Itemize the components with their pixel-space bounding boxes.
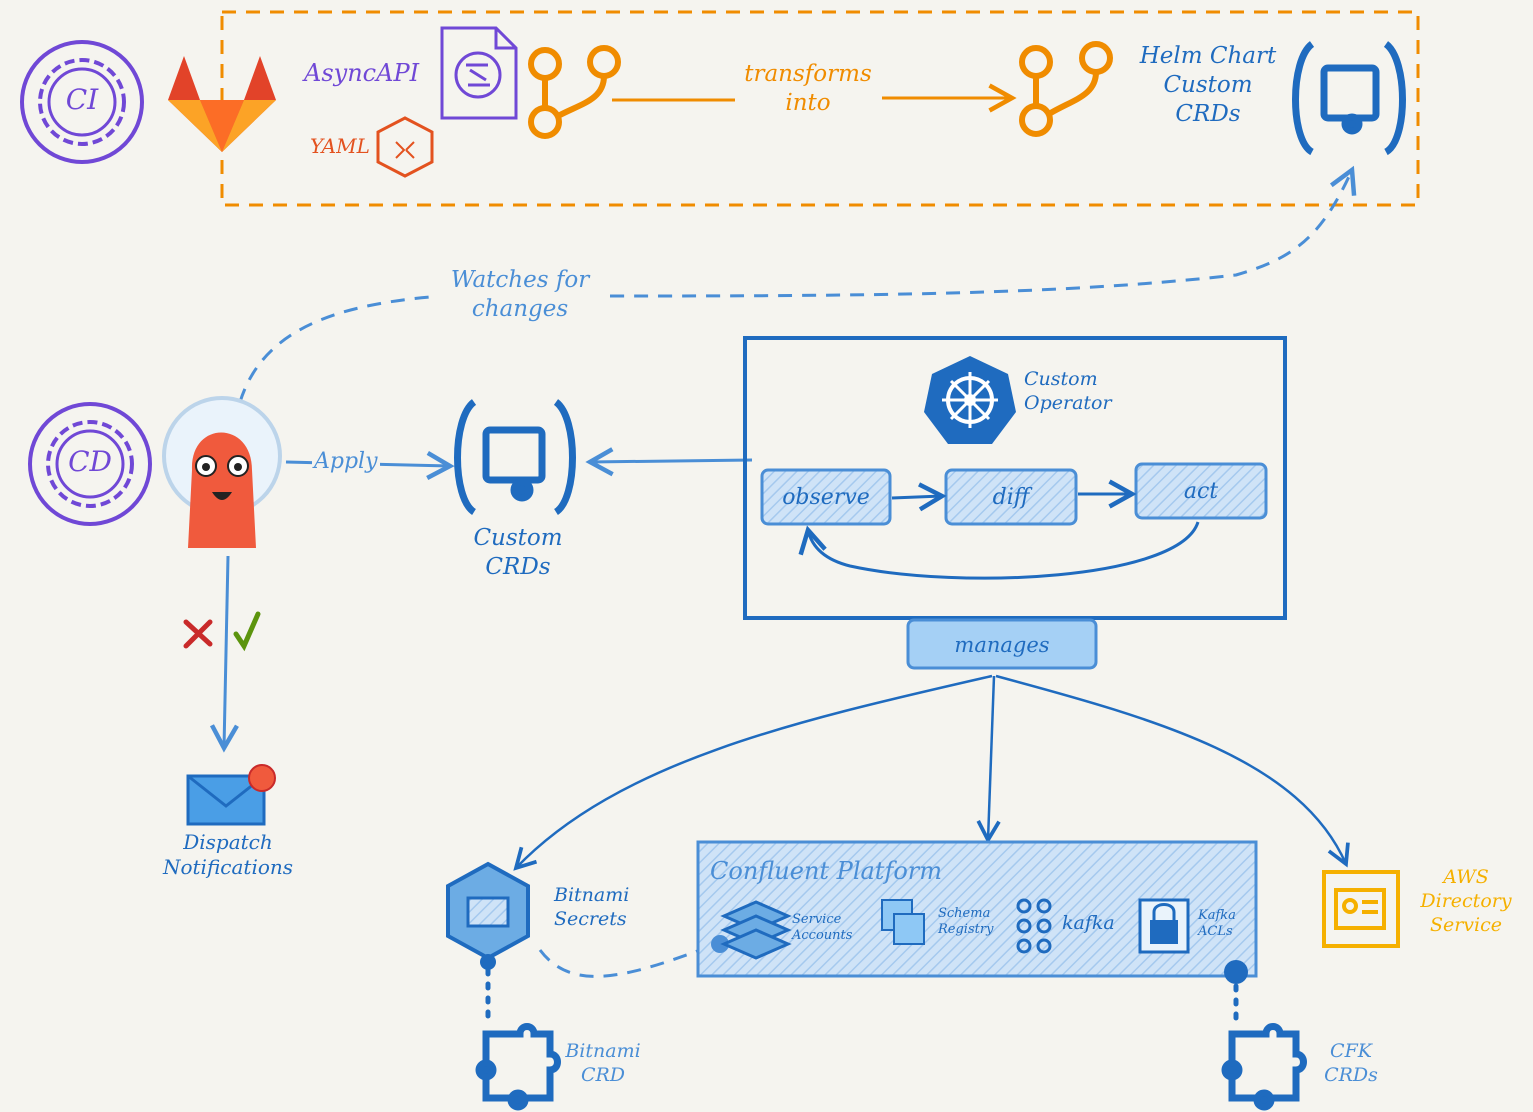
lock-icon — [1138, 898, 1190, 954]
crd-puzzle-icon-middle — [454, 399, 576, 515]
watch-dashed-line — [238, 170, 1352, 403]
helm-chart-label: Helm Chart Custom CRDs — [1139, 43, 1277, 127]
cd-gear-icon — [28, 402, 152, 526]
gitlab-icon — [168, 56, 276, 152]
secrets-to-confluent-dashed — [538, 948, 701, 978]
step-act-label: act — [1183, 479, 1219, 504]
yaml-code-icon — [376, 116, 434, 178]
envelope-icon — [186, 764, 276, 826]
aws-directory-icon — [1322, 870, 1400, 948]
ci-gear-icon — [20, 40, 144, 164]
cfk-crds-label: CFK CRDs — [1324, 1040, 1378, 1086]
kafka-icon — [1016, 898, 1052, 954]
bitnami-crd-label: Bitnami CRD — [565, 1040, 641, 1086]
fail-cross-icon — [183, 619, 213, 649]
kafka-label: kafka — [1062, 912, 1115, 934]
step-observe-label: observe — [782, 485, 870, 510]
schema-registry-label: Schema Registry — [938, 906, 994, 938]
observe-to-diff-arrow — [891, 482, 947, 512]
manages-to-secrets-arrow — [513, 674, 993, 871]
crd-puzzle-icon — [1292, 41, 1406, 156]
operator-to-crds-arrow — [585, 447, 753, 477]
asyncapi-label: AsyncAPI — [304, 59, 420, 87]
manages-to-confluent-arrow — [976, 675, 1001, 844]
success-check-icon — [233, 611, 261, 652]
dispatch-label: Dispatch Notifications — [162, 830, 294, 879]
cfk-crd-puzzle-icon — [1221, 1023, 1307, 1111]
bitnami-secrets-label: Bitnami Secrets — [554, 884, 630, 930]
git-branch-icon-target — [1019, 41, 1113, 137]
cd-badge-label: CD — [68, 445, 112, 478]
manages-box — [906, 618, 1098, 670]
cd-to-dispatch-arrow — [209, 555, 239, 753]
observe-box[interactable] — [760, 468, 892, 526]
custom-crds-label: Custom CRDs — [473, 525, 563, 580]
manages-to-aws-arrow — [995, 674, 1350, 868]
git-branch-icon — [528, 45, 621, 139]
aws-directory-label: AWS Directory Service — [1420, 866, 1512, 936]
confluent-title: Confluent Platform — [710, 857, 943, 885]
bitnami-secrets-icon — [446, 861, 530, 970]
asyncapi-file-icon — [440, 26, 518, 120]
bitnami-crd-puzzle-icon — [475, 1023, 561, 1111]
kafka-acls-label: Kafka ACLs — [1198, 908, 1236, 940]
kubernetes-helm-icon — [924, 356, 1016, 444]
act-to-observe-loop — [798, 521, 1200, 580]
transform-label: transforms into — [744, 61, 872, 116]
manages-label: manages — [954, 633, 1050, 657]
service-accounts-icon — [720, 900, 792, 960]
service-accounts-label: Service Accounts — [792, 912, 853, 944]
watch-label: Watches for changes — [450, 267, 590, 322]
yaml-label: YAML — [310, 134, 370, 158]
ci-badge-label: CI — [65, 83, 99, 116]
schema-registry-icon — [881, 899, 925, 945]
operator-title: Custom Operator — [1024, 368, 1112, 414]
operator-frame — [743, 336, 1287, 620]
step-diff-label: diff — [992, 485, 1030, 510]
apply-label: Apply — [312, 448, 380, 476]
argo-octopus-icon — [162, 396, 282, 548]
